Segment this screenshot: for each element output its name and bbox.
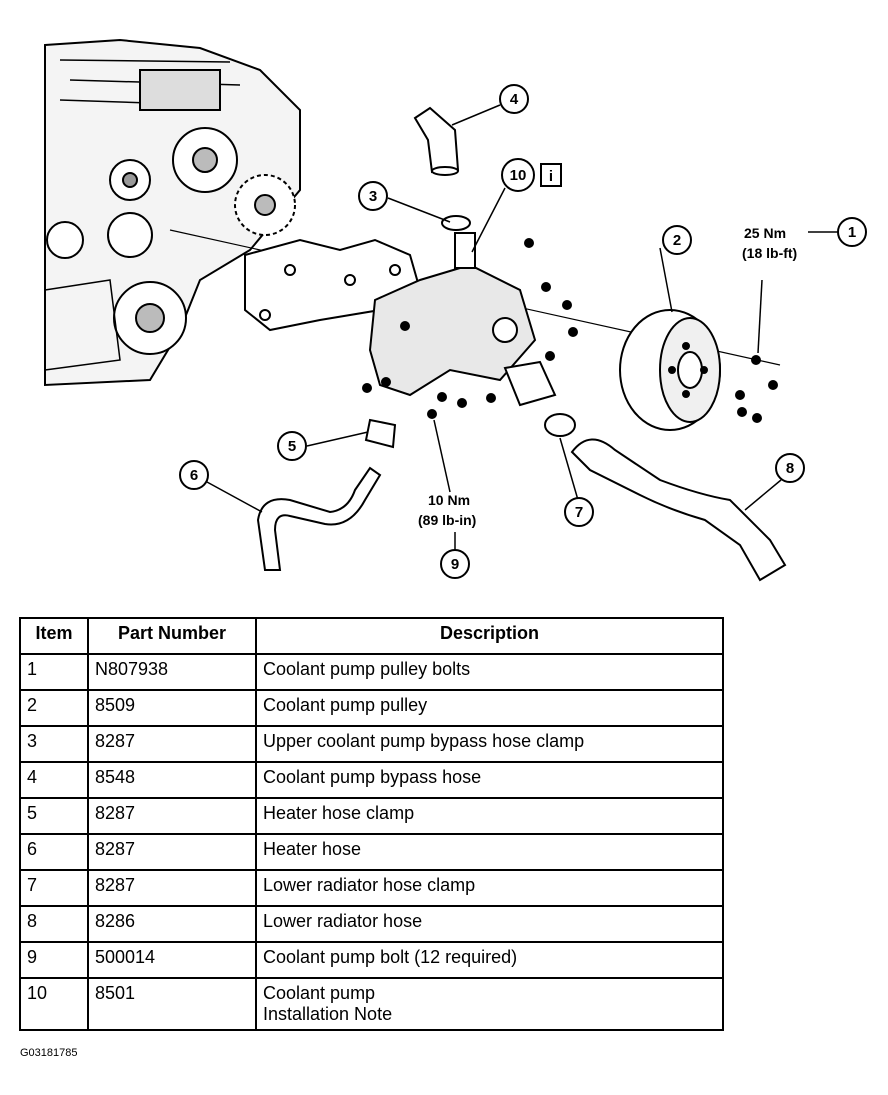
bypass-hose — [413, 106, 460, 176]
svg-text:9: 9 — [451, 556, 459, 573]
table-row: 7 8287 Lower radiator hose clamp — [19, 869, 724, 907]
pulley-bolt-torque-nm: 25 Nm — [744, 225, 786, 241]
part-number-cell: 8287 — [87, 833, 257, 871]
svg-text:2: 2 — [673, 232, 681, 249]
installation-note-text: Installation Note — [263, 1004, 393, 1024]
svg-text:6: 6 — [190, 467, 198, 484]
header-part-number: Part Number — [87, 617, 257, 655]
callout-3: 3 — [358, 181, 388, 211]
part-number-cell: 8509 — [87, 689, 257, 727]
item-cell: 9 — [19, 941, 89, 979]
description-cell: Heater hose — [255, 833, 724, 871]
svg-text:i: i — [549, 168, 553, 185]
callout-9: 9 — [440, 549, 470, 579]
heater-hose-clamp — [364, 418, 397, 449]
callout-8: 8 — [775, 453, 805, 483]
part-number-cell: 8287 — [87, 725, 257, 763]
coolant-pump-pulley — [619, 309, 721, 431]
exploded-view-diagram: 1 2 3 4 5 6 7 8 9 10 i 25 Nm (18 lb-ft) — [44, 38, 867, 582]
part-number-cell: 8548 — [87, 761, 257, 799]
part-number-cell: N807938 — [87, 653, 257, 691]
part-number-cell: 500014 — [87, 941, 257, 979]
header-description: Description — [255, 617, 724, 655]
description-cell: Coolant pump pulley — [255, 689, 724, 727]
description-cell: Coolant pump Installation Note — [255, 977, 724, 1031]
table-header-row: Item Part Number Description — [19, 617, 724, 655]
part-number-cell: 8287 — [87, 797, 257, 835]
callout-4: 4 — [499, 84, 529, 114]
part-number-cell: 8501 — [87, 977, 257, 1031]
item-cell: 8 — [19, 905, 89, 943]
callout-5: 5 — [277, 431, 307, 461]
pulley-bolt-torque-lbft: (18 lb-ft) — [742, 245, 797, 261]
item-cell: 4 — [19, 761, 89, 799]
leader-lines — [206, 104, 838, 550]
table-row: 10 8501 Coolant pump Installation Note — [19, 977, 724, 1031]
description-cell: Coolant pump bypass hose — [255, 761, 724, 799]
bolts — [362, 238, 778, 423]
callout-6: 6 — [179, 460, 209, 490]
part-number-cell: 8287 — [87, 869, 257, 907]
svg-text:7: 7 — [575, 504, 583, 521]
item-cell: 1 — [19, 653, 89, 691]
description-cell: Upper coolant pump bypass hose clamp — [255, 725, 724, 763]
pump-bolt-torque-lbin: (89 lb-in) — [418, 512, 476, 528]
pump-bolt-torque-nm: 10 Nm — [428, 492, 470, 508]
bypass-hose-clamp — [441, 215, 471, 231]
table-row: 9 500014 Coolant pump bolt (12 required) — [19, 941, 724, 979]
description-cell: Coolant pump pulley bolts — [255, 653, 724, 691]
svg-text:5: 5 — [288, 438, 296, 455]
table-row: 4 8548 Coolant pump bypass hose — [19, 761, 724, 799]
table-row: 1 N807938 Coolant pump pulley bolts — [19, 653, 724, 691]
svg-text:10: 10 — [510, 167, 527, 184]
table-row: 3 8287 Upper coolant pump bypass hose cl… — [19, 725, 724, 763]
item-cell: 3 — [19, 725, 89, 763]
description-cell: Coolant pump bolt (12 required) — [255, 941, 724, 979]
svg-text:4: 4 — [510, 91, 519, 108]
description-line: Coolant pump — [263, 983, 376, 1003]
item-cell: 10 — [19, 977, 89, 1031]
description-cell: Lower radiator hose clamp — [255, 869, 724, 907]
installation-note-info-icon: i — [540, 163, 562, 187]
callout-2: 2 — [662, 225, 692, 255]
heater-hose — [256, 466, 382, 571]
table-row: 2 8509 Coolant pump pulley — [19, 689, 724, 727]
table-row: 8 8286 Lower radiator hose — [19, 905, 724, 943]
table-row: 6 8287 Heater hose — [19, 833, 724, 871]
description-cell: Lower radiator hose — [255, 905, 724, 943]
item-cell: 7 — [19, 869, 89, 907]
part-number-cell: 8286 — [87, 905, 257, 943]
description-cell: Heater hose clamp — [255, 797, 724, 835]
figure-id: G03181785 — [20, 1047, 78, 1059]
item-cell: 5 — [19, 797, 89, 835]
lower-radiator-hose — [570, 438, 787, 582]
table-row: 5 8287 Heater hose clamp — [19, 797, 724, 835]
callout-1: 1 — [837, 217, 867, 247]
lower-radiator-hose-clamp — [544, 413, 576, 437]
header-item: Item — [19, 617, 89, 655]
svg-text:1: 1 — [848, 224, 856, 241]
svg-text:8: 8 — [786, 460, 794, 477]
engine-front-illustration — [44, 38, 301, 387]
coolant-pump-body — [368, 232, 557, 407]
item-cell: 2 — [19, 689, 89, 727]
callout-10: 10 — [501, 158, 535, 192]
item-cell: 6 — [19, 833, 89, 871]
svg-text:3: 3 — [369, 188, 377, 205]
callout-7: 7 — [564, 497, 594, 527]
parts-table: Item Part Number Description 1 N807938 C… — [19, 617, 724, 1031]
